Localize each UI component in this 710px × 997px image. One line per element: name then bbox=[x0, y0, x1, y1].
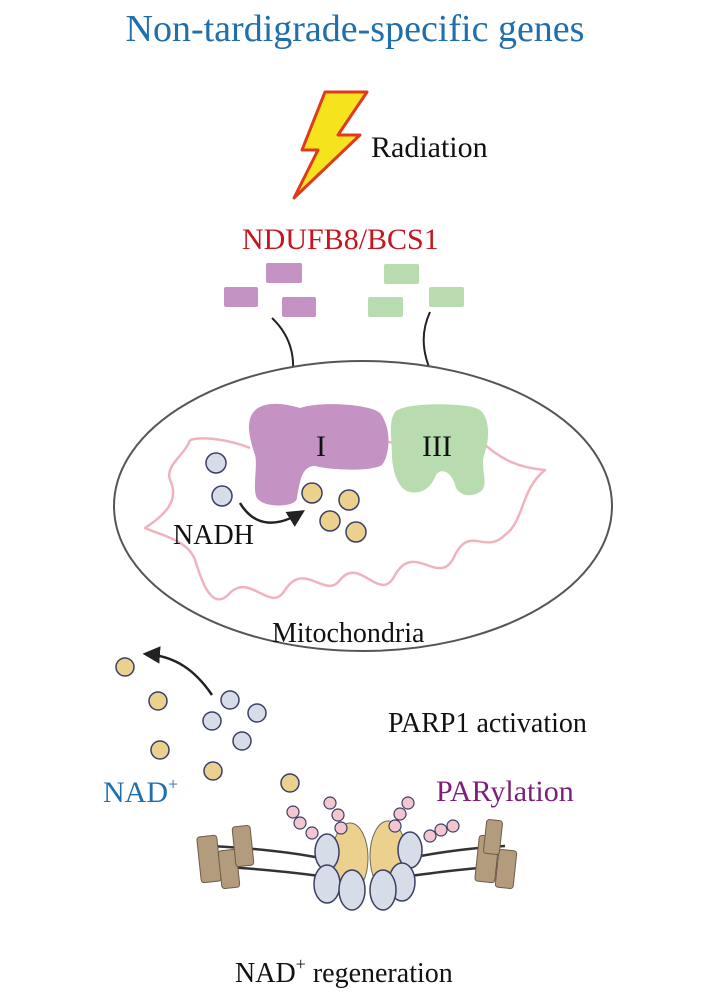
nad-molecules-outside bbox=[115, 657, 300, 793]
complex-iii-subunits bbox=[368, 264, 464, 317]
nad-base-text: NAD bbox=[103, 776, 168, 809]
arrow-nad-release bbox=[142, 646, 214, 696]
arrow-nadh-to-nad bbox=[238, 502, 305, 527]
parp1-activation-label: PARP1 activation bbox=[388, 708, 587, 739]
nad-superscript: + bbox=[168, 774, 179, 794]
nadh-label: NADH bbox=[173, 520, 254, 551]
regen-nad-text: NAD bbox=[235, 958, 296, 989]
nad-regeneration-label: NAD+ regeneration bbox=[235, 955, 453, 988]
mitochondrion-outline bbox=[113, 360, 613, 652]
nadh-molecules bbox=[205, 452, 233, 507]
complex-i-label: I bbox=[316, 430, 326, 463]
figure-title: Non-tardigrade-specific genes bbox=[125, 8, 585, 50]
complex-i-subunits bbox=[224, 263, 316, 317]
radiation-label: Radiation bbox=[371, 131, 488, 164]
regen-nad-superscript: + bbox=[295, 954, 306, 974]
lightning-bolt-icon bbox=[292, 90, 369, 200]
regen-rest-text: regeneration bbox=[305, 958, 453, 989]
histone-cylinders bbox=[196, 819, 518, 890]
complex-i-shape bbox=[248, 403, 389, 506]
complex-iii-shape bbox=[390, 404, 489, 496]
nad-plus-label: NAD+ bbox=[103, 775, 178, 808]
genes-label: NDUFB8/BCS1 bbox=[242, 223, 439, 256]
nadh-molecules-outside bbox=[202, 690, 267, 751]
parylation-label: PARylation bbox=[436, 775, 574, 808]
par-chains bbox=[286, 796, 460, 843]
mitochondria-label: Mitochondria bbox=[272, 618, 425, 649]
parp1-grey-domains bbox=[313, 831, 423, 911]
complex-iii-label: III bbox=[422, 430, 452, 463]
nad-molecules-inside bbox=[301, 482, 367, 543]
